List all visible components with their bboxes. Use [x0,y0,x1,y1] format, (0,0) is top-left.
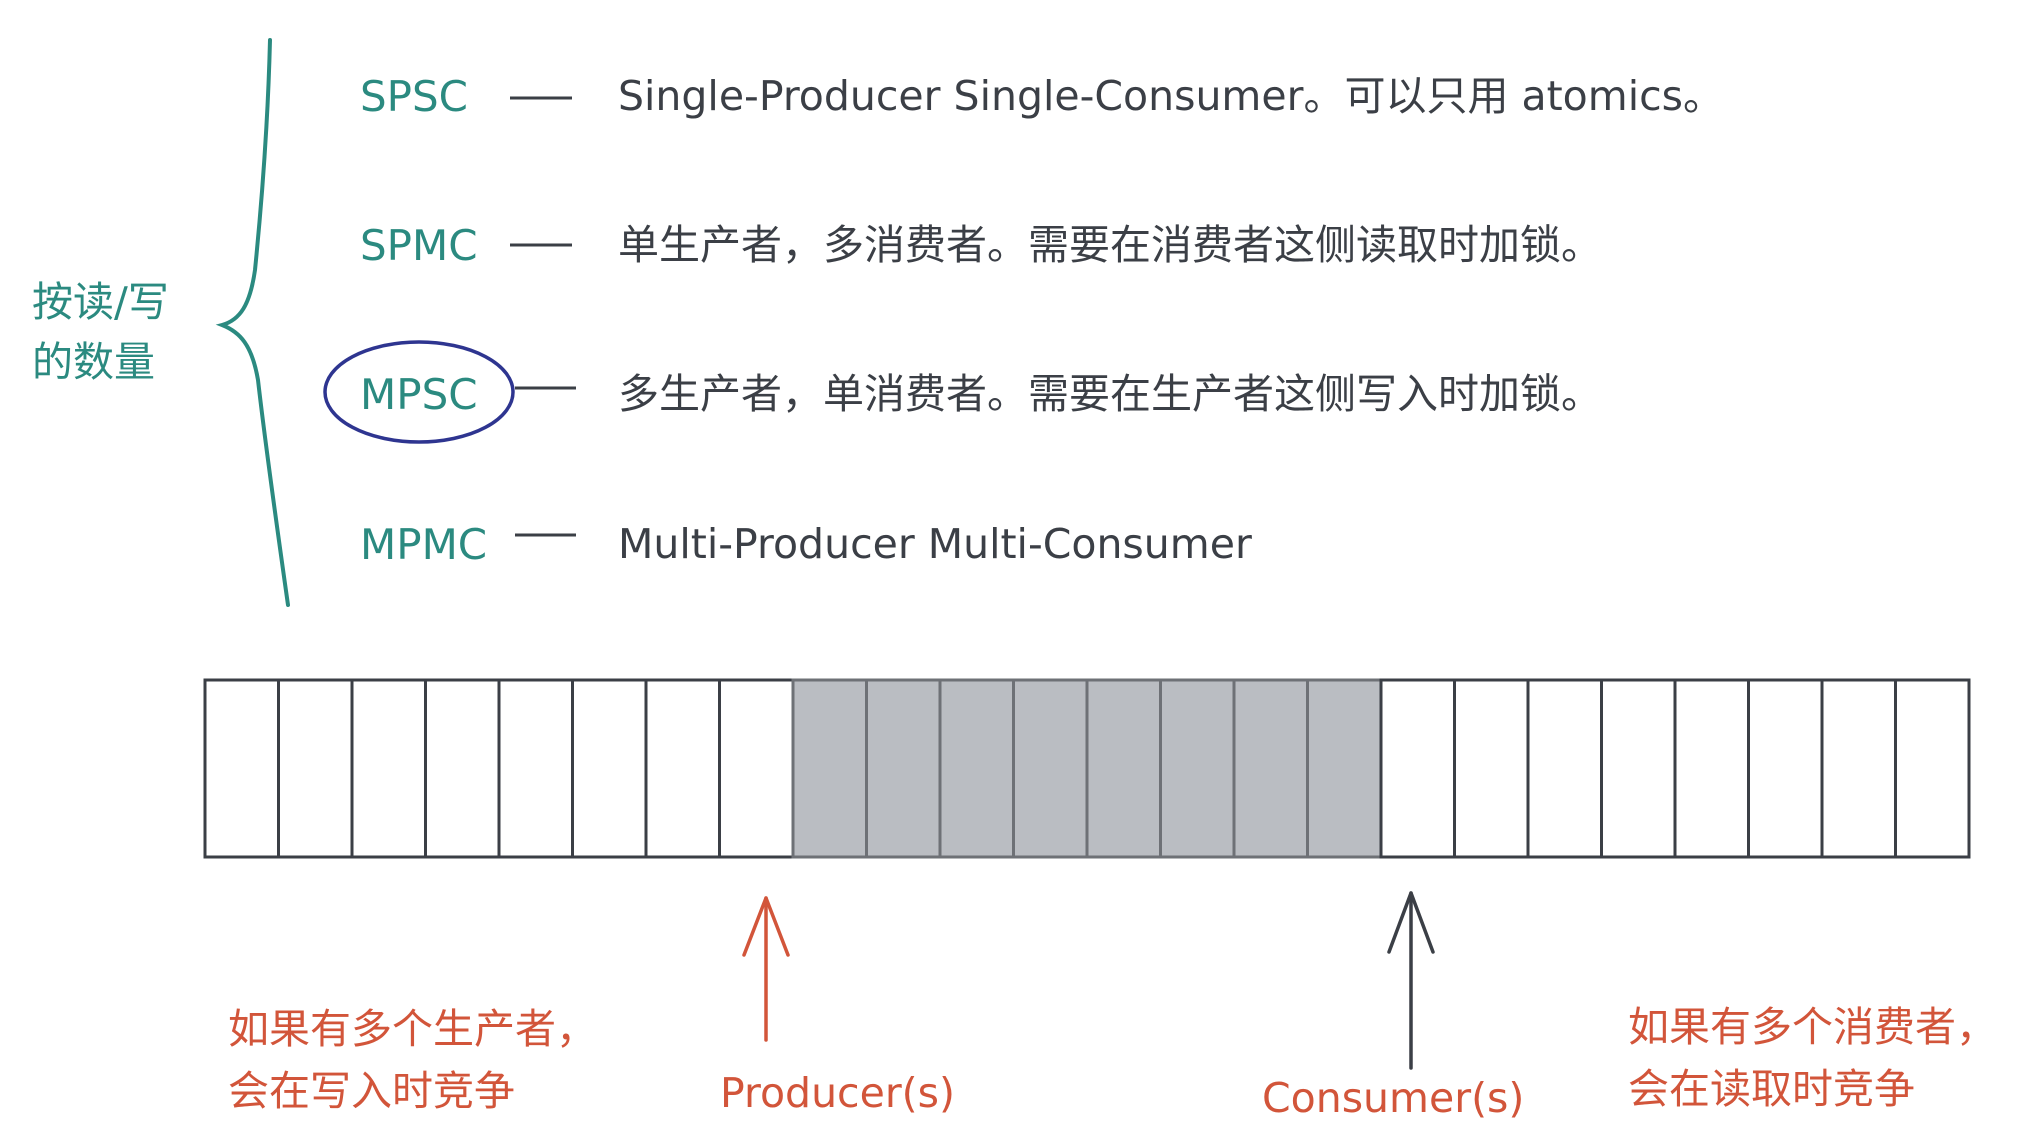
mpsc-abbr: MPSC [360,370,478,419]
buffer-cell-empty [644,678,721,859]
buffer-cell-empty [497,678,574,859]
consumer-note-line2: 会在读取时竞争 [1628,1065,1915,1113]
mpmc-abbr: MPMC [360,520,488,569]
buffer-cell-empty [1379,678,1456,859]
mpsc-highlight-circle [323,340,515,444]
producer-arrow [742,896,790,1042]
spmc-description: 单生产者，多消费者。需要在消费者这侧读取时加锁。 [618,221,1602,269]
buffer-cell-empty [1673,678,1750,859]
buffer-cell-empty [424,678,501,859]
buffer-cell-empty [203,678,280,859]
buffer-cell-empty [1526,678,1603,859]
buffer-cell-empty [277,678,354,859]
producer-contention-note: 如果有多个生产者， 会在写入时竞争 [228,998,597,1122]
buffer-cell-empty [350,678,427,859]
buffer-cell-empty [1894,678,1971,859]
producer-note-line2: 会在写入时竞争 [228,1067,515,1115]
buffer-cell-filled [1306,678,1383,859]
producer-label: Producer(s) [720,1069,956,1117]
consumer-note-line1: 如果有多个消费者， [1628,1003,1997,1051]
buffer-cell-empty [1747,678,1824,859]
spsc-abbr: SPSC [360,72,468,121]
buffer-cell-empty [571,678,648,859]
side-label-line1: 按读/写 [32,278,169,326]
buffer-cell-empty [1600,678,1677,859]
buffer-cell-empty [1820,678,1897,859]
buffer-cell-filled [865,678,942,859]
buffer-cell-filled [938,678,1015,859]
spmc-abbr: SPMC [360,221,478,270]
consumer-label: Consumer(s) [1262,1074,1525,1122]
consumer-arrow [1387,891,1435,1070]
mpsc-description: 多生产者，单消费者。需要在生产者这侧写入时加锁。 [618,370,1602,418]
side-label: 按读/写 的数量 [32,272,169,392]
spsc-description: Single-Producer Single-Consumer。可以只用 ato… [618,72,1724,120]
producer-note-line1: 如果有多个生产者， [228,1005,597,1053]
consumer-contention-note: 如果有多个消费者， 会在读取时竞争 [1628,996,1997,1120]
side-label-line2: 的数量 [32,338,155,386]
mpmc-description: Multi-Producer Multi-Consumer [618,520,1252,568]
